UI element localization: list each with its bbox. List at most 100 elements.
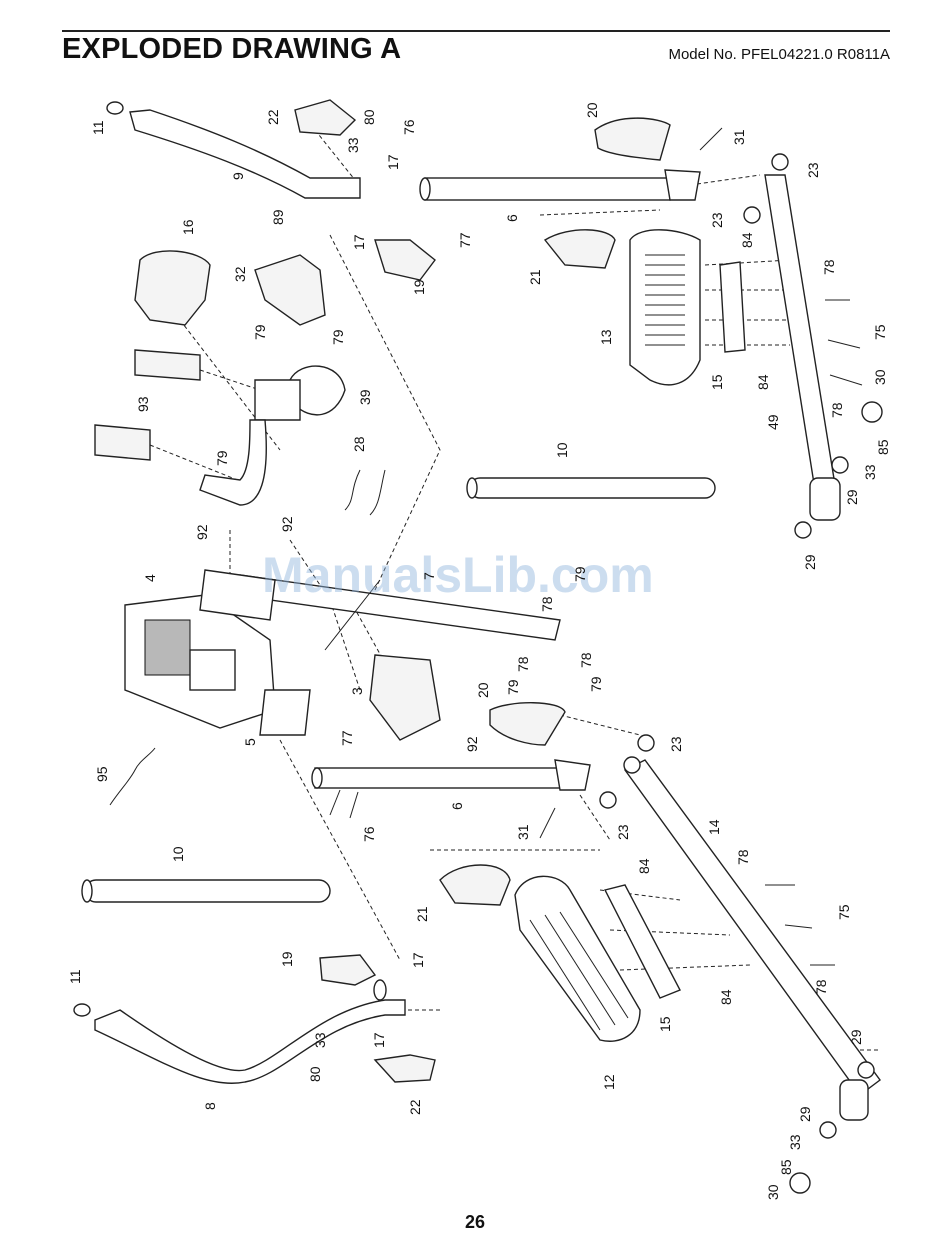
cover-20-middle: [489, 702, 566, 746]
grips-93: [94, 349, 201, 461]
label-8: 8: [202, 1102, 218, 1110]
upright-tube-6-bottom: [311, 759, 591, 791]
wires-28: [344, 469, 386, 516]
label-79: 79: [214, 450, 230, 466]
upright-tube-6-top: [419, 169, 701, 201]
label-17: 17: [351, 234, 367, 250]
label-20: 20: [475, 682, 491, 698]
label-78: 78: [578, 652, 594, 668]
tube-10-bottom: [81, 879, 331, 903]
label-10: 10: [170, 846, 186, 862]
label-29: 29: [802, 554, 818, 570]
ring-5: [259, 689, 311, 736]
label-76: 76: [401, 119, 417, 135]
wire-95: [109, 747, 156, 806]
shield-22-bottom: [373, 1054, 436, 1083]
label-92: 92: [279, 516, 295, 532]
label-6: 6: [504, 214, 520, 222]
adapter-19-top: [374, 239, 436, 281]
handlebar-39: [199, 365, 346, 506]
label-76: 76: [361, 826, 377, 842]
label-84: 84: [739, 232, 755, 248]
label-80: 80: [307, 1066, 323, 1082]
label-78: 78: [813, 979, 829, 995]
label-39: 39: [357, 389, 373, 405]
label-7: 7: [421, 572, 437, 580]
label-77: 77: [457, 232, 473, 248]
label-75: 75: [836, 904, 852, 920]
label-79: 79: [505, 679, 521, 695]
arm-9: [106, 101, 361, 199]
label-75: 75: [872, 324, 888, 340]
shroud-16: [134, 250, 211, 326]
label-31: 31: [731, 129, 747, 145]
label-79: 79: [572, 566, 588, 582]
label-80: 80: [361, 109, 377, 125]
adapter-19-bottom: [319, 954, 377, 986]
bracket-15-top: [719, 261, 746, 353]
assembly-lines: [149, 129, 880, 1051]
label-23: 23: [805, 162, 821, 178]
pedal-arm-49: [743, 153, 883, 539]
label-30: 30: [765, 1184, 781, 1200]
label-17: 17: [371, 1032, 387, 1048]
label-29: 29: [844, 489, 860, 505]
label-33: 33: [345, 137, 361, 153]
label-78: 78: [539, 596, 555, 612]
page-title: EXPLODED DRAWING A: [62, 33, 402, 65]
label-11: 11: [67, 969, 83, 984]
label-79: 79: [588, 676, 604, 692]
label-4: 4: [142, 574, 158, 582]
label-23: 23: [709, 212, 725, 228]
label-3: 3: [349, 687, 365, 695]
label-20: 20: [584, 102, 600, 118]
label-92: 92: [194, 524, 210, 540]
label-16: 16: [180, 219, 196, 235]
label-10: 10: [554, 442, 570, 458]
label-93: 93: [135, 396, 151, 412]
label-14: 14: [706, 819, 722, 835]
label-5: 5: [242, 738, 258, 746]
label-9: 9: [230, 172, 246, 180]
label-84: 84: [636, 858, 652, 874]
label-78: 78: [735, 849, 751, 865]
label-77: 77: [339, 730, 355, 746]
page-number: 26: [464, 1212, 486, 1232]
label-85: 85: [778, 1159, 794, 1175]
label-30: 30: [872, 369, 888, 385]
label-23: 23: [668, 736, 684, 752]
label-19: 19: [411, 279, 427, 295]
cover-21-top: [543, 229, 616, 269]
label-84: 84: [718, 989, 734, 1005]
label-11: 11: [90, 120, 106, 135]
label-17: 17: [385, 154, 401, 170]
label-6: 6: [449, 802, 465, 810]
bracket-32: [254, 254, 326, 326]
label-19: 19: [279, 951, 295, 967]
label-78: 78: [515, 656, 531, 672]
pedal-arm-14: [599, 734, 881, 1194]
bolt-31-top: [699, 127, 723, 151]
screws-75-top: [825, 299, 863, 386]
shroud-3: [369, 654, 441, 741]
label-15: 15: [657, 1016, 673, 1032]
pedal-12: [514, 875, 641, 1042]
bracket-92: [199, 569, 276, 621]
label-12: 12: [601, 1074, 617, 1090]
bracket-15-bottom: [603, 884, 681, 999]
label-78: 78: [829, 402, 845, 418]
bolts-76-bottom: [329, 789, 359, 819]
label-79: 79: [252, 324, 268, 340]
cover-20-top: [594, 117, 671, 161]
watermark-text: ManualsLib.com: [262, 547, 654, 603]
label-49: 49: [765, 414, 781, 430]
label-22: 22: [407, 1099, 423, 1115]
label-31: 31: [515, 824, 531, 840]
tube-10-top: [466, 477, 716, 499]
label-22: 22: [265, 109, 281, 125]
label-29: 29: [797, 1106, 813, 1122]
label-84: 84: [755, 374, 771, 390]
label-32: 32: [232, 266, 248, 282]
